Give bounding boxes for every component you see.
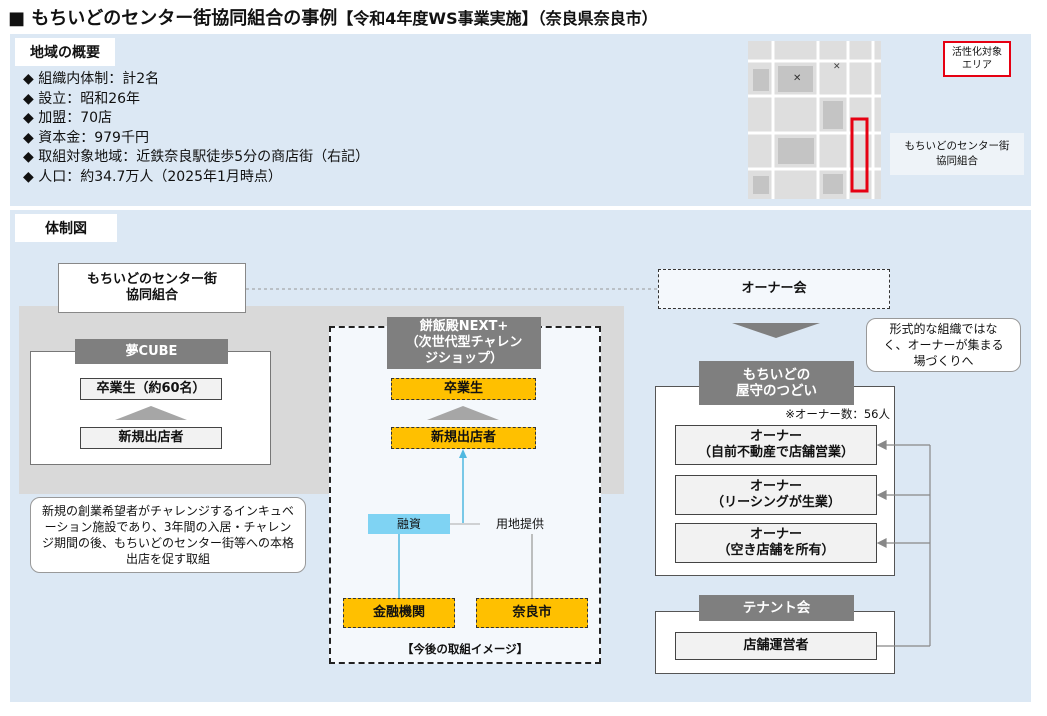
owner-box: オーナー （自前不動産で店舗営業） [675,425,877,465]
financing-label: 融資 [368,514,450,534]
yumecube-header: 夢CUBE [75,339,228,364]
next-header: 餅飯殿NEXT+ （次世代型チャレン ジショップ） [387,317,541,369]
overview-item: ◆ 取組対象地域：近鉄奈良駅徒歩5分の商店街（右記） [23,149,370,165]
next-graduates: 卒業生 [391,378,536,400]
diagram-heading: 体制図 [15,214,117,242]
land-label: 用地提供 [480,514,560,534]
owners-group-box: オーナー会 [658,269,890,309]
overview-item: ◆ 組織内体制：計2名 [23,71,160,87]
owner-box: オーナー （空き店舗を所有） [675,523,877,563]
svg-text:✕: ✕ [833,62,841,72]
yumecube-note: 新規の創業希望者がチャレンジするインキュベーション施設であり、3年間の入居・チャ… [30,497,306,573]
tenant-header: テナント会 [699,595,854,621]
cooperative-box: もちいどのセンター街 協同組合 [58,263,246,313]
overview-item: ◆ 設立：昭和26年 [23,90,141,107]
owners-note: 形式的な組織ではなく、オーナーが集まる場づくりへ [866,318,1021,372]
yumecube-up-arrow [115,406,187,420]
overview-list: ◆ 組織内体制：計2名 ◆ 設立：昭和26年 ◆ 加盟：70店 ◆ 資本金：97… [23,70,723,187]
map-legend: 活性化対象 エリア [943,41,1011,77]
yumecube-graduates: 卒業生（約60名） [80,378,222,400]
svg-text:✕: ✕ [793,73,801,84]
bank-box: 金融機関 [343,598,455,628]
page-title: ■ もちいどのセンター街協同組合の事例【令和4年度WS事業実施】（奈良県奈良市） [8,8,658,29]
map-graphic: ✕ ✕ [748,41,881,199]
support-arrow-head [459,449,467,458]
map-callout: もちいどのセンター街 協同組合 [890,133,1024,175]
overview-item: ◆ 人口：約34.7万人（2025年1月時点） [23,168,282,185]
owner-count: ※オーナー数：56人 [785,407,890,421]
next-caption: 【今後の取組イメージ】 [401,642,529,656]
next-new-stores: 新規出店者 [391,427,536,449]
area-map: ✕ ✕ [748,41,881,199]
operator-box: 店舗運営者 [675,632,877,660]
owners-down-arrow [732,323,820,338]
tenant-owner-links [876,440,931,647]
overview-item: ◆ 資本金：979千円 [23,129,149,146]
city-box: 奈良市 [476,598,588,628]
overview-item: ◆ 加盟：70店 [23,110,113,126]
yumecube-new-stores: 新規出店者 [80,427,222,449]
overview-heading: 地域の概要 [15,38,115,66]
tsudoi-header: もちいどの 屋守のつどい [699,361,854,405]
owner-box: オーナー （リーシングが生業） [675,475,877,515]
next-up-arrow [427,406,499,420]
